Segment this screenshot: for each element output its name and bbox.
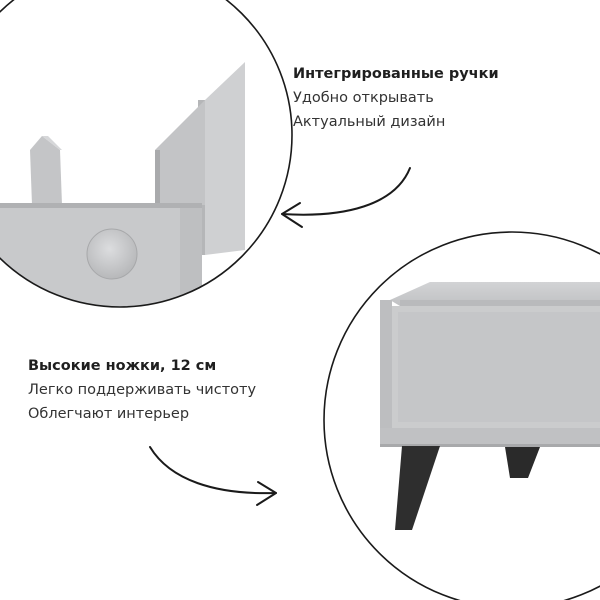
feature-legs-line-1: Легко поддерживать чистоту (28, 382, 257, 398)
arrow-to-legs-icon (149, 446, 277, 506)
feature-handles-line-2: Актуальный дизайн (293, 114, 446, 130)
right-leg (505, 447, 540, 478)
feature-handles-title: Интегрированные ручки (293, 66, 499, 82)
left-leg (395, 446, 440, 530)
legs-zoom-border (323, 231, 600, 600)
handles-zoom-circle (0, 0, 292, 307)
feature-legs: Высокие ножки, 12 см Легко поддерживать … (28, 354, 256, 426)
knob-icon (86, 228, 138, 280)
feature-handles-line-1: Удобно открывать (293, 90, 434, 106)
feature-legs-title: Высокие ножки, 12 см (28, 358, 217, 374)
legs-zoom-circle (324, 232, 600, 600)
arrow-to-handles-icon (281, 167, 411, 228)
feature-handles: Интегрированные ручки Удобно открывать А… (293, 62, 499, 134)
feature-legs-line-2: Облегчают интерьер (28, 406, 190, 422)
handles-zoom-border (0, 0, 293, 308)
